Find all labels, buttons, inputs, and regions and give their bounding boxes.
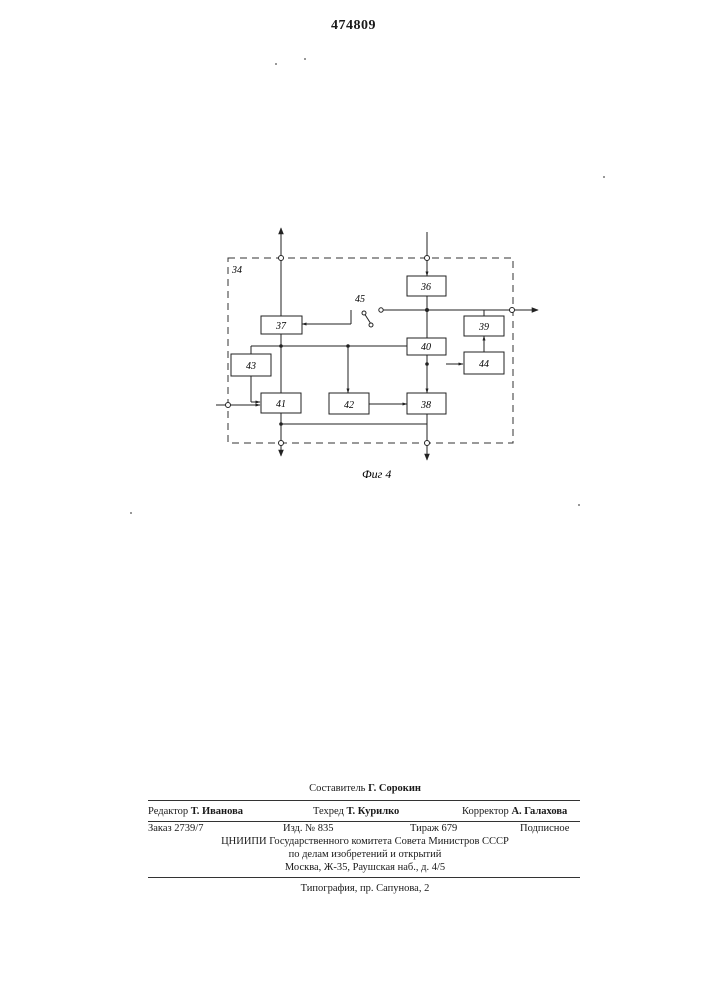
editor-label: Редактор — [148, 806, 188, 817]
figure-caption: Фиг 4 — [362, 467, 391, 481]
compiler-line: Составитель Г. Сорокин — [148, 783, 582, 794]
switch-label: 45 — [355, 294, 365, 305]
compiler-label: Составитель — [309, 783, 365, 794]
printer-line: Типография, пр. Сапунова, 2 — [148, 883, 582, 894]
block-43-label: 43 — [246, 361, 256, 372]
block-39-label: 39 — [478, 322, 489, 333]
corrector-label: Корректор — [462, 806, 509, 817]
corrector-name: А. Галахова — [511, 806, 567, 817]
scan-speck — [130, 512, 132, 514]
corrector: Корректор А. Галахова — [462, 806, 567, 817]
techred: Техред Т. Курилко — [313, 806, 399, 817]
block-40-label: 40 — [421, 342, 431, 353]
dashed-frame — [228, 258, 513, 443]
tirazh: Тираж 679 — [410, 823, 457, 834]
block-38-label: 38 — [420, 400, 431, 411]
org-line-3: Москва, Ж-35, Раушская наб., д. 4/5 — [148, 862, 582, 873]
block-37-label: 37 — [275, 321, 287, 332]
izd: Изд. № 835 — [283, 823, 334, 834]
podpisnoe: Подписное — [520, 823, 569, 834]
techred-name: Т. Курилко — [347, 806, 400, 817]
techred-label: Техред — [313, 806, 344, 817]
rule-top — [148, 800, 580, 801]
block-41-label: 41 — [276, 399, 286, 410]
org-line-1: ЦНИИПИ Государственного комитета Совета … — [148, 836, 582, 847]
scan-speck — [578, 504, 580, 506]
scan-speck — [304, 58, 306, 60]
block-36-label: 36 — [420, 282, 431, 293]
block-44-label: 44 — [479, 359, 489, 370]
org-line-2: по делам изобретений и открытий — [148, 849, 582, 860]
compiler-name: Г. Сорокин — [368, 783, 421, 794]
scan-speck — [275, 63, 277, 65]
colophon: Составитель Г. Сорокин Редактор Т. Ивано… — [148, 780, 582, 900]
editor: Редактор Т. Иванова — [148, 806, 243, 817]
editor-name: Т. Иванова — [191, 806, 243, 817]
rule-middle — [148, 821, 580, 822]
scan-speck — [603, 176, 605, 178]
frame-label: 34 — [231, 265, 242, 276]
block-42-label: 42 — [344, 400, 354, 411]
rule-bottom — [148, 877, 580, 878]
order: Заказ 2739/7 — [148, 823, 203, 834]
